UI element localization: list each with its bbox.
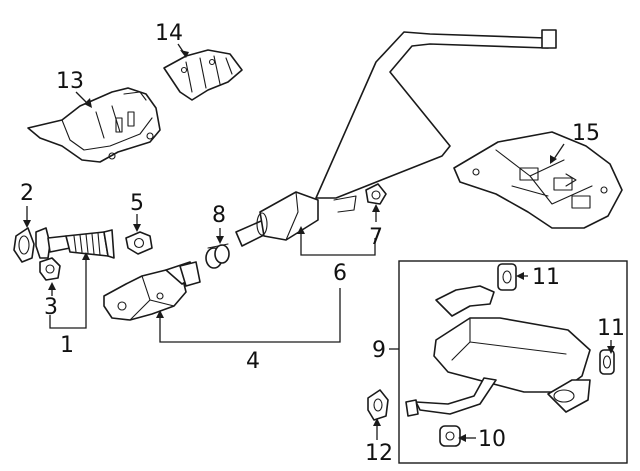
gasket-catalytic [125, 231, 153, 255]
callout-4: 4 [246, 349, 260, 374]
callout-2: 2 [20, 181, 34, 206]
callout-8: 8 [212, 203, 226, 228]
callout-13: 13 [56, 69, 84, 94]
hanger-front [39, 257, 61, 281]
callout-3: 3 [44, 295, 58, 320]
callout-6: 6 [333, 261, 347, 286]
pipe-clamp [205, 243, 230, 269]
front-pipe [35, 227, 115, 259]
hanger-rear-lower [439, 425, 461, 447]
muffler-assembly [405, 285, 591, 417]
callout-10: 10 [478, 427, 506, 452]
callout-1: 1 [60, 333, 74, 358]
catalytic-converter [103, 261, 201, 321]
hanger-center [365, 183, 387, 205]
callout-5: 5 [130, 191, 144, 216]
callout-12: 12 [365, 441, 393, 466]
heat-shield-small [163, 49, 243, 101]
gasket-front [13, 227, 35, 263]
heat-shield-large [27, 87, 161, 163]
callout-labels: 1 2 3 4 5 6 7 8 9 10 11 11 12 13 14 15 [20, 21, 625, 466]
center-pipe-resonator [235, 29, 557, 247]
leader-arrowheads [23, 50, 615, 442]
callout-9: 9 [372, 338, 386, 363]
callout-7: 7 [369, 225, 383, 250]
callout-15: 15 [572, 121, 600, 146]
callout-11-upper: 11 [532, 265, 560, 290]
muffler-detail-frame [398, 260, 628, 464]
callout-11-side: 11 [597, 316, 625, 341]
gasket-rear [367, 389, 389, 421]
hanger-rear-upper [497, 263, 517, 291]
callout-14: 14 [155, 21, 183, 46]
hanger-rear-side [599, 349, 615, 375]
underbody-shield [453, 131, 623, 229]
